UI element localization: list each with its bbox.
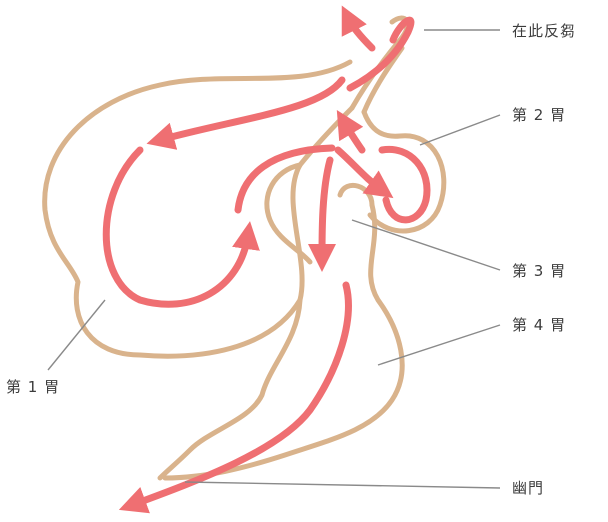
leader-stomach2 [420,115,500,145]
label-pylorus: 幽門 [512,479,544,497]
stomach2-loop-arrow [382,149,427,220]
flow-arrows [106,18,427,505]
back-up-arrow [344,122,362,150]
label-stomach3: 第 3 胃 [512,262,566,280]
to-stomach3-arrow [322,160,330,258]
rumen-return-arrow [238,148,332,210]
label-stomach4: 第 4 胃 [512,316,566,334]
rumen-mixing-arrow [106,150,248,304]
regurgitate-arrow [348,18,372,48]
label-stomach1: 第 1 胃 [6,378,60,396]
leader-pylorus [185,482,500,488]
label-stomach2: 第 2 胃 [512,106,566,124]
label-regurgitate: 在此反芻 [512,22,576,40]
to-stomach2-arrow [338,150,382,190]
rumen-entry-arrow [160,80,342,140]
stomach3-inner [340,185,372,205]
stomach3-outline [267,165,310,262]
